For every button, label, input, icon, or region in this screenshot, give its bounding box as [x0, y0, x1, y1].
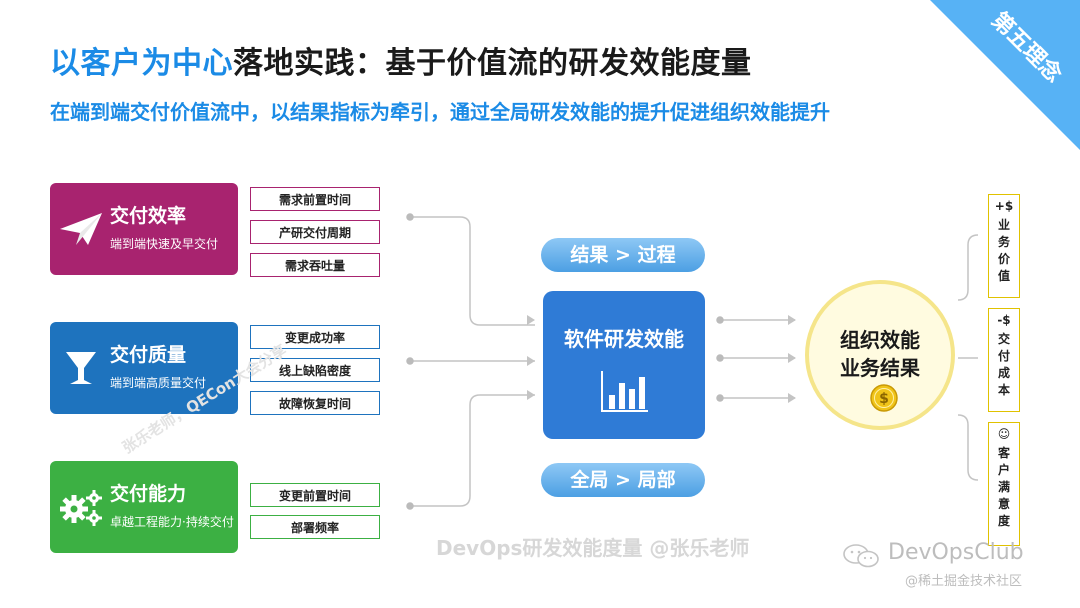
- category-desc: 端到端高质量交付: [110, 376, 207, 390]
- metric-box: 需求前置时间: [250, 187, 380, 211]
- smiley-icon: ☺: [997, 427, 1011, 441]
- category-name: 交付能力: [110, 483, 187, 505]
- center-title: 软件研发效能: [564, 327, 684, 351]
- outcome-line-2: 业务结果: [840, 356, 920, 380]
- bar-chart-icon: [601, 371, 648, 412]
- metric-box: 部署频率: [250, 515, 380, 539]
- principle-pill-result: 结果 > 过程: [541, 238, 705, 272]
- category-desc: 卓越工程能力·持续交付: [110, 515, 234, 529]
- goblet-icon: [66, 352, 96, 384]
- outcome-circle: 组织效能 业务结果 $: [805, 280, 955, 430]
- metric-box: 产研交付周期: [250, 220, 380, 244]
- value-text: 业务价值: [997, 218, 1010, 283]
- page-title: 以客户为中心落地实践：基于价值流的研发效能度量: [50, 38, 752, 82]
- principle-pill-global: 全局 > 局部: [541, 463, 705, 497]
- value-symbol: -$: [997, 313, 1011, 327]
- watermark-brand: DevOpsClub: [888, 540, 1024, 565]
- metric-box: 线上缺陷密度: [250, 358, 380, 382]
- metric-box: 变更成功率: [250, 325, 380, 349]
- gears-icon: [60, 490, 102, 526]
- title-rest: 落地实践：基于价值流的研发效能度量: [233, 46, 752, 81]
- category-delivery-capability: 交付能力 卓越工程能力·持续交付: [50, 461, 238, 553]
- value-symbol: +$: [994, 199, 1014, 213]
- wechat-icon: [843, 544, 879, 568]
- value-box-cost: -$ 交付成本: [988, 308, 1020, 412]
- metric-box: 变更前置时间: [250, 483, 380, 507]
- corner-ribbon: [930, 0, 1080, 150]
- metric-box: 需求吞吐量: [250, 253, 380, 277]
- title-highlight: 以客户为中心: [50, 46, 233, 81]
- category-name: 交付效率: [110, 205, 187, 227]
- svg-text:$: $: [879, 391, 889, 407]
- value-box-business: +$ 业务价值: [988, 194, 1020, 298]
- category-name: 交付质量: [110, 344, 187, 366]
- software-efficiency-box: 软件研发效能: [543, 291, 705, 439]
- category-desc: 端到端快速及早交付: [110, 237, 219, 251]
- value-text: 客户满意度: [997, 446, 1010, 528]
- outcome-line-1: 组织效能: [840, 328, 920, 352]
- category-delivery-efficiency: 交付效率 端到端快速及早交付: [50, 183, 238, 275]
- paper-plane-icon: [60, 213, 102, 245]
- metric-box: 故障恢复时间: [250, 391, 380, 415]
- page-subtitle: 在端到端交付价值流中，以结果指标为牵引，通过全局研发效能的提升促进组织效能提升: [50, 100, 830, 124]
- watermark-main: DevOps研发效能度量 @张乐老师: [436, 536, 750, 560]
- value-text: 交付成本: [997, 332, 1010, 397]
- watermark-brand-sub: @稀土掘金技术社区: [905, 574, 1023, 589]
- category-delivery-quality: 交付质量 端到端高质量交付: [50, 322, 238, 414]
- dollar-coin-icon: $: [870, 384, 898, 412]
- value-box-satisfaction: ☺ 客户满意度: [988, 422, 1020, 546]
